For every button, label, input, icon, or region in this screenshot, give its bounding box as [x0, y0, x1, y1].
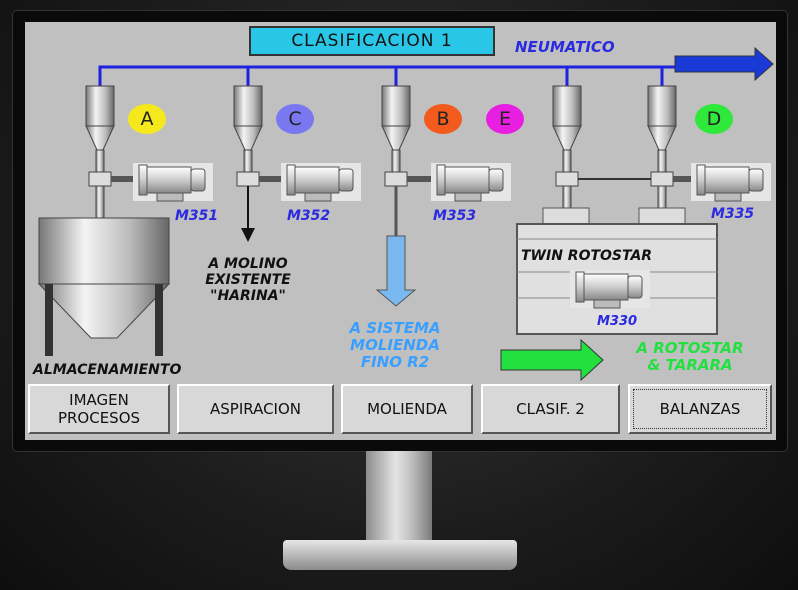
cyclone-d [647, 85, 677, 187]
sistema-line3: FINO R2 [360, 353, 430, 371]
molino-line1: A MOLINO [208, 256, 288, 272]
storage-silo [37, 185, 171, 356]
motor-m352 [259, 162, 362, 202]
storage-label: ALMACENAMIENTO [33, 362, 182, 378]
button-line2: PROCESOS [57, 409, 141, 427]
sistema-line2: MOLIENDA [350, 336, 440, 354]
rotostar-destination-label: A ROTOSTAR & TARARA [605, 340, 775, 374]
motor-m351 [111, 162, 214, 202]
balanzas-button[interactable]: BALANZAS [628, 384, 772, 434]
sistema-arrow-icon [375, 186, 417, 307]
molino-destination-label: A MOLINO EXISTENTE "HARINA" [185, 256, 311, 304]
monitor-stand-base [283, 540, 517, 570]
clasif-2-button[interactable]: CLASIF. 2 [481, 384, 620, 434]
cyclone-tag-e: E [486, 104, 524, 134]
cyclone-c [233, 85, 263, 187]
aspiracion-button[interactable]: ASPIRACION [177, 384, 334, 434]
cyclone-e [552, 85, 582, 187]
cyclone-tag-b: B [424, 104, 462, 134]
motor-label-m353: M353 [433, 208, 477, 224]
twin-rotostar-label: TWIN ROTOSTAR [521, 248, 653, 264]
motor-label-m352: M352 [287, 208, 331, 224]
motor-label-m335: M335 [711, 206, 755, 222]
sistema-line1: A SISTEMA [349, 319, 441, 337]
pneumatic-arrow-icon [674, 46, 774, 82]
molino-line3: "HARINA" [210, 288, 286, 304]
sistema-destination-label: A SISTEMA MOLIENDA FINO R2 [325, 320, 465, 371]
rotostar-line2: & TARARA [647, 356, 733, 374]
molienda-button[interactable]: MOLIENDA [341, 384, 473, 434]
cyclone-tag-d: D [695, 104, 733, 134]
molino-arrow-icon [241, 186, 255, 242]
monitor-stand-neck [366, 451, 432, 543]
molino-line2: EXISTENTE [205, 272, 291, 288]
button-line1: IMAGEN [69, 391, 129, 409]
hmi-screen: CLASIFICACION 1 NEUMATICO A C B E D M351… [25, 22, 776, 440]
process-diagram [37, 46, 774, 382]
motor-label-m351: M351 [175, 208, 219, 224]
cyclone-tag-c: C [276, 104, 314, 134]
cyclone-b [381, 85, 411, 187]
motor-m335 [673, 162, 772, 202]
pneumatic-label: NEUMATICO [515, 38, 615, 56]
pneumatic-line [98, 65, 675, 88]
rotostar-arrow-icon [500, 338, 604, 382]
screen-title: CLASIFICACION 1 [249, 26, 495, 56]
cyclone-tag-a: A [128, 104, 166, 134]
twin-rotostar [516, 185, 718, 335]
rotostar-line1: A ROTOSTAR [636, 339, 744, 357]
motor-m353 [407, 162, 512, 202]
motor-label-m330: M330 [597, 314, 638, 329]
cyclone-a [85, 85, 115, 187]
